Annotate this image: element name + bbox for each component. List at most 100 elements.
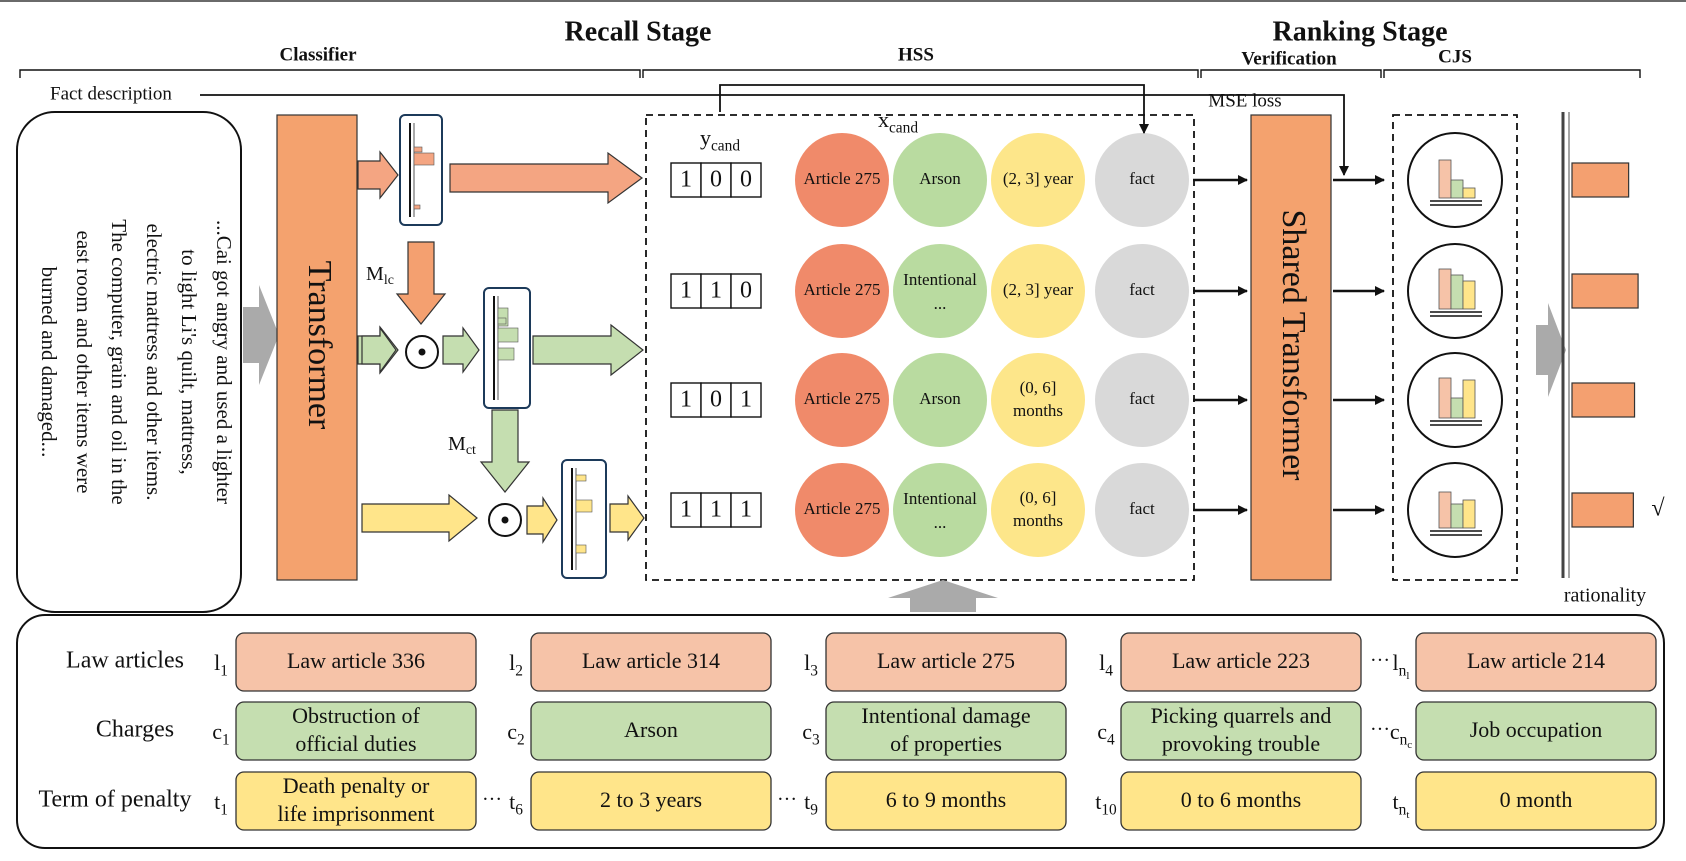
cjs-gray-arrow	[1536, 303, 1566, 397]
charge-right-arrow	[442, 326, 480, 374]
law-article-symbol: lnl	[1393, 650, 1410, 681]
shared-transformer-block	[1250, 114, 1332, 581]
term-symbol-subsub: t	[1406, 809, 1409, 821]
law-distribution-panel-frame	[399, 114, 443, 226]
law-article-item: l2 Law article 314	[509, 632, 772, 692]
article-node	[795, 353, 889, 447]
term-text: life imprisonment	[277, 801, 434, 826]
charge-symbol: cnc	[1390, 719, 1412, 750]
mask-ct-label: Mct	[448, 433, 476, 459]
table-to-hss-gray-arrow	[888, 580, 998, 612]
rationality-bar	[1571, 273, 1639, 309]
mse-loss-label: MSE loss	[1208, 90, 1281, 111]
label-bit-value: 0	[740, 278, 752, 304]
fact-text-line: electric mattress and other items.	[142, 224, 166, 501]
fact-node	[1095, 133, 1189, 227]
charge-distribution-panel-bar	[497, 327, 519, 343]
fact-node-label: fact	[1129, 169, 1155, 188]
hss-dashed-box	[645, 114, 1195, 581]
mask-lc-label-main: M	[366, 263, 384, 285]
label-bit-cell	[700, 273, 732, 309]
label-bit-value: 1	[740, 387, 752, 413]
fact-node	[1095, 353, 1189, 447]
label-bit-cell	[670, 382, 702, 418]
y-cand-label: ycand	[700, 125, 740, 154]
label-bit-cell	[670, 162, 702, 198]
cjs-score-circle	[1407, 132, 1503, 228]
cjs-bar	[1438, 491, 1452, 529]
term-symbol: t9	[804, 789, 818, 818]
law-article-box	[1415, 632, 1657, 692]
law-article-symbol: l3	[804, 650, 818, 679]
term-node-label: (0, 6]	[1020, 378, 1057, 397]
hss-section-label: HSS	[898, 44, 934, 65]
law-article-symbol-main: l	[1099, 650, 1105, 675]
term-distribution-panel-bar	[575, 474, 587, 482]
law-article-symbol-subsub: l	[1406, 670, 1409, 682]
term-symbol: t10	[1095, 789, 1117, 818]
charge-box	[1120, 701, 1362, 761]
law-distribution-panel-bar	[413, 204, 421, 210]
term-symbol: t1	[214, 789, 228, 818]
charge-text: Intentional damage	[861, 703, 1030, 728]
charge-box	[530, 701, 772, 761]
rationality-bar	[1571, 382, 1636, 418]
law-article-box	[530, 632, 772, 692]
term-symbol-sub: n	[1399, 801, 1407, 818]
rationality-bar	[1571, 492, 1634, 528]
fact-node	[1095, 244, 1189, 338]
article-node	[795, 133, 889, 227]
law-article-symbol: l2	[509, 650, 523, 679]
law-article-box	[235, 632, 477, 692]
cjs-bar	[1450, 397, 1464, 419]
charge-node	[893, 133, 987, 227]
law-article-symbol-sub: 1	[220, 662, 228, 679]
charge-symbol-main: c	[802, 719, 812, 744]
charge-symbol-sub: 4	[1107, 731, 1115, 748]
term-symbol-sub: 6	[515, 801, 523, 818]
law-article-symbol-sub: 3	[810, 662, 818, 679]
label-bit-value: 1	[710, 497, 722, 523]
verification-section-label: Verification	[1241, 48, 1337, 69]
term-symbol: tnt	[1393, 789, 1410, 820]
law-to-hss-arrow	[449, 151, 644, 205]
term-distribution-panel-bar	[575, 499, 593, 513]
term-node	[991, 463, 1085, 557]
elementwise-product-lc	[405, 335, 439, 369]
law-article-item: lnl Law article 214	[1393, 632, 1657, 692]
term-item: tnt 0 month	[1393, 771, 1657, 831]
charge-ellipsis: ···	[1370, 719, 1390, 741]
article-node	[795, 244, 889, 338]
charge-symbol: c2	[507, 719, 524, 748]
charge-symbol-sub: 2	[517, 731, 525, 748]
term-symbol-main: t	[509, 789, 515, 814]
law-article-text: Law article 275	[877, 648, 1015, 673]
x-cand-label: xcand	[878, 107, 918, 136]
term-symbol-sub: 1	[220, 801, 228, 818]
charge-text: provoking trouble	[1162, 731, 1320, 756]
article-node-label: Article 275	[804, 499, 881, 518]
charge-left-arrow	[361, 326, 397, 374]
ranking-stage-title: Ranking Stage	[1272, 16, 1447, 47]
elementwise-product-ct	[488, 503, 522, 537]
law-article-text: Law article 214	[1467, 648, 1605, 673]
charge-node-label: Arson	[919, 389, 961, 408]
label-bit-value: 1	[740, 497, 752, 523]
term-text: 0 month	[1500, 787, 1573, 812]
article-node-label: Article 275	[804, 280, 881, 299]
term-box	[1120, 771, 1362, 831]
x-cand-label-sub: cand	[889, 119, 918, 136]
charge-symbol: c4	[1097, 719, 1115, 748]
charge-distribution-panel-bar	[497, 307, 509, 327]
term-node-label: (2, 3] year	[1003, 169, 1074, 188]
charge-box	[1415, 701, 1657, 761]
label-bit-cell	[730, 162, 762, 198]
term-text: 0 to 6 months	[1181, 787, 1301, 812]
law-article-text: Law article 314	[582, 648, 720, 673]
law-article-text: Law article 336	[287, 648, 425, 673]
charge-distribution-panel-bar	[497, 317, 507, 325]
